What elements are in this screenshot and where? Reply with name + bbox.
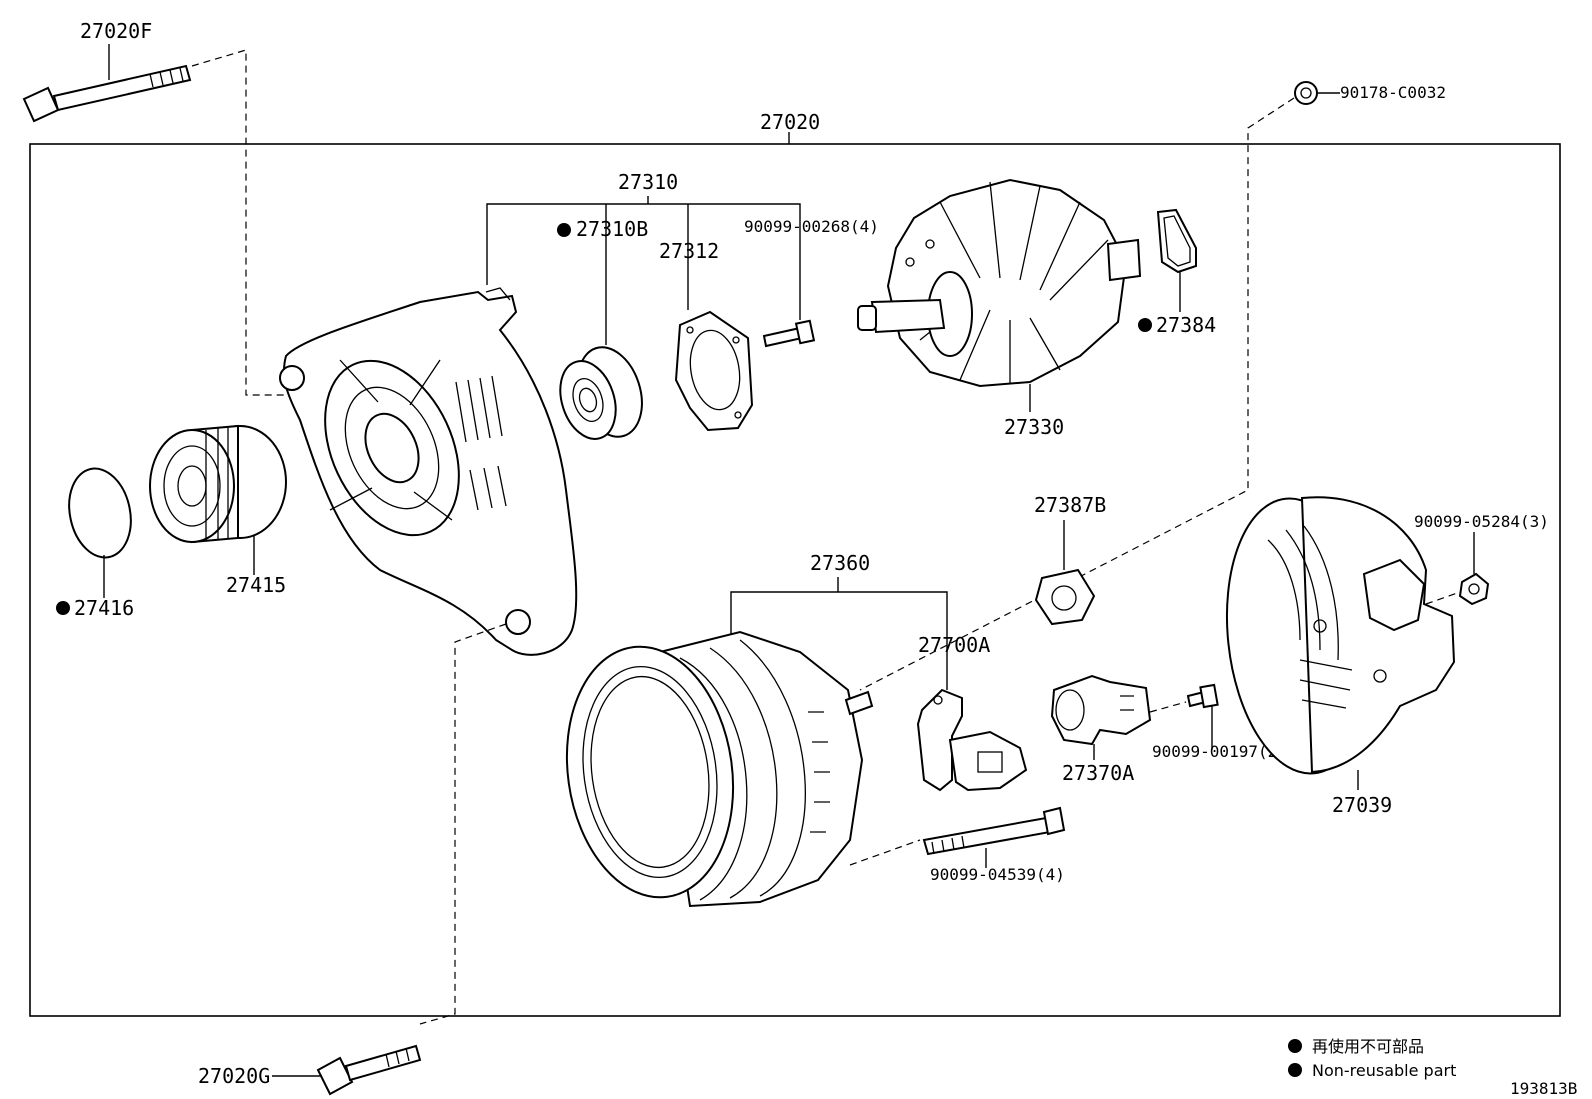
label-27039: 27039 — [1332, 793, 1392, 817]
nut-90178-icon[interactable] — [1294, 81, 1318, 105]
rotor-27330-icon[interactable] — [857, 178, 1142, 388]
stator-27360-icon[interactable] — [551, 630, 874, 908]
label-27330: 27330 — [1004, 415, 1064, 439]
label-27020F: 27020F — [80, 19, 152, 43]
label-27020: 27020 — [760, 110, 820, 134]
label-27415: 27415 — [226, 573, 286, 597]
drive-end-frame-icon[interactable] — [279, 287, 578, 656]
non-reusable-mark — [1138, 318, 1152, 332]
rear-cover-27039-icon[interactable] — [1214, 491, 1456, 781]
legend-bullet — [1288, 1039, 1302, 1053]
bearing-27310B-icon[interactable] — [551, 339, 653, 446]
label-27384: 27384 — [1156, 313, 1216, 337]
label-27360: 27360 — [810, 551, 870, 575]
cap-27416-icon[interactable] — [61, 463, 138, 564]
label-27312: 27312 — [659, 239, 719, 263]
seal-27384-icon[interactable] — [1156, 208, 1197, 274]
brush-holder-27370A-icon[interactable] — [1050, 674, 1152, 746]
label-90099-05284: 90099-05284(3) — [1414, 512, 1549, 531]
assembly-frame — [29, 143, 1561, 1017]
label-90099-04539: 90099-04539(4) — [930, 865, 1065, 884]
bolt-27020G-icon[interactable] — [316, 1044, 422, 1096]
label-90099-00197: 90099-00197(2) — [1152, 742, 1287, 761]
legend-japanese: 再使用不可部品 — [1312, 1037, 1424, 1056]
nut-90099-05284-icon[interactable] — [1458, 572, 1490, 606]
label-27416: 27416 — [74, 596, 134, 620]
label-27020G: 27020G — [198, 1064, 270, 1088]
label-27310B: 27310B — [576, 217, 648, 241]
label-27370A: 27370A — [1062, 761, 1134, 785]
screw-90099-00197-icon[interactable] — [1186, 683, 1219, 709]
retainer-plate-27312-icon[interactable] — [674, 310, 754, 432]
label-27387B: 27387B — [1034, 493, 1106, 517]
pulley-27415-icon[interactable] — [149, 424, 287, 544]
through-bolt-90099-04539-icon[interactable] — [922, 806, 1066, 856]
label-27700A: 27700A — [918, 633, 990, 657]
label-90099-00268: 90099-00268(4) — [744, 217, 879, 236]
non-reusable-mark — [557, 223, 571, 237]
bolt-27020F-icon[interactable] — [22, 64, 192, 123]
non-reusable-mark — [56, 601, 70, 615]
regulator-27700A-icon[interactable] — [916, 688, 1028, 792]
insulator-27387B-icon[interactable] — [1034, 568, 1096, 626]
legend-english: Non-reusable part — [1312, 1061, 1456, 1080]
label-90178-C0032: 90178-C0032 — [1340, 83, 1446, 102]
label-27310: 27310 — [618, 170, 678, 194]
legend-bullet — [1288, 1063, 1302, 1077]
figure-number: 193813B — [1510, 1079, 1577, 1098]
screw-90099-00268-icon[interactable] — [762, 319, 816, 348]
